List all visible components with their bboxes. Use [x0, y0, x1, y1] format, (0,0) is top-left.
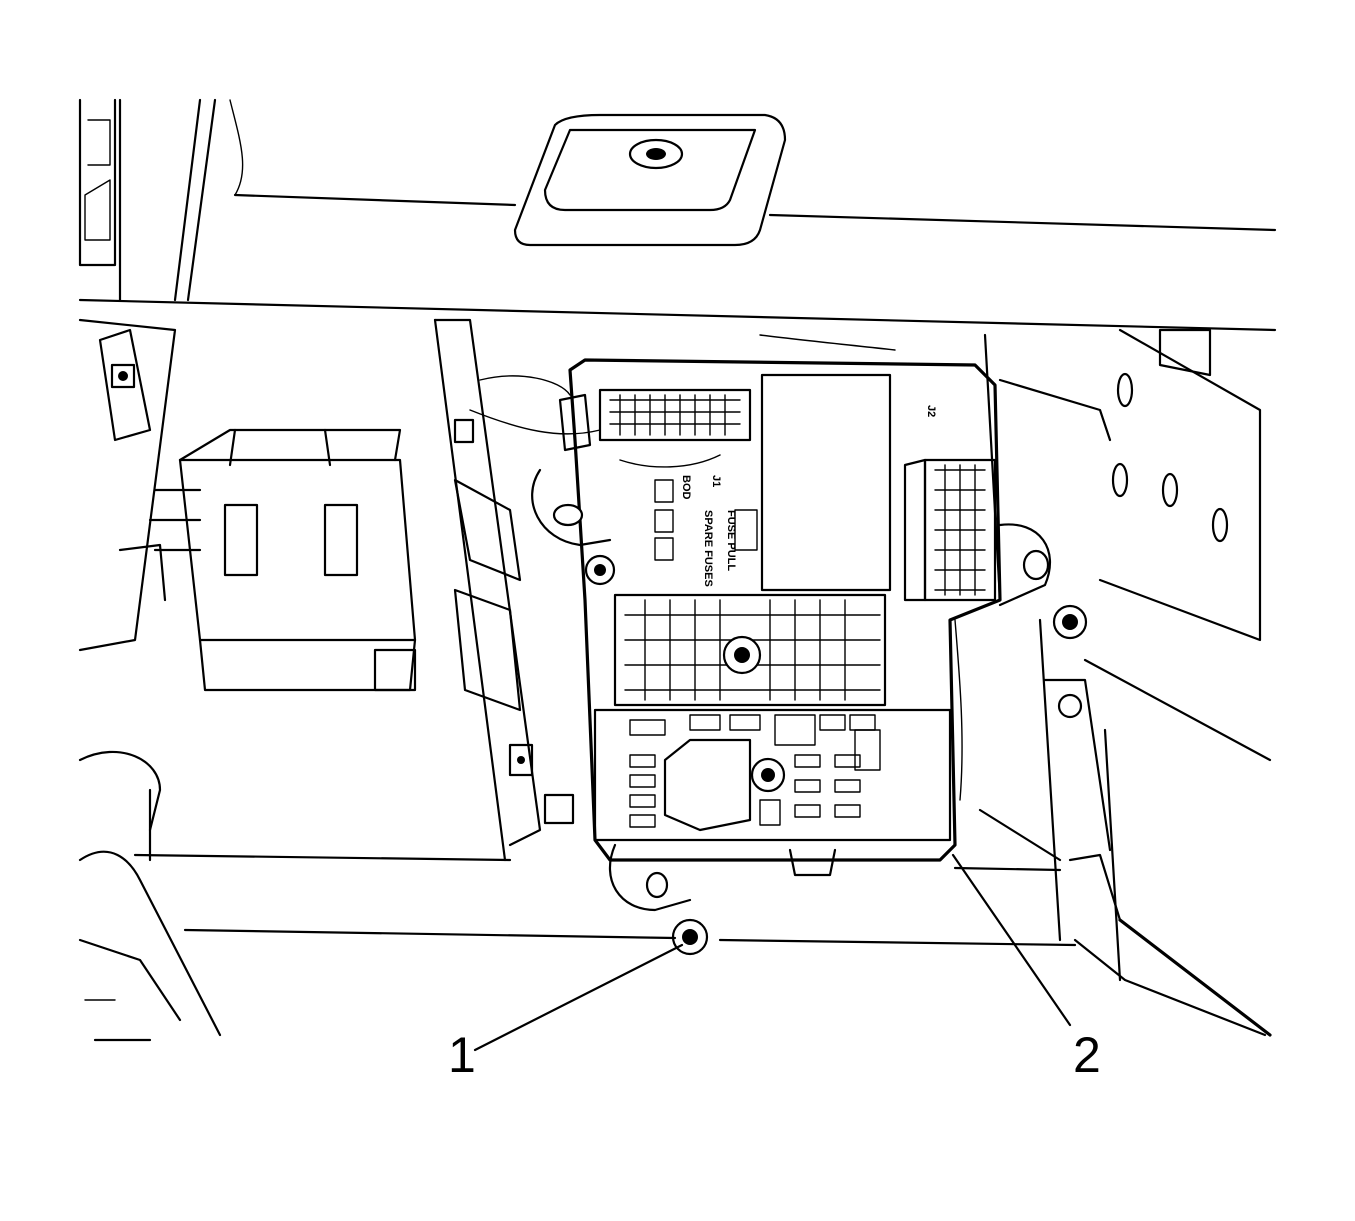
mounting-bracket	[433, 318, 575, 862]
callout-1-leader	[473, 943, 684, 1052]
callout-2-leader	[951, 853, 1072, 1027]
lower-fuse-relay-block	[629, 714, 881, 832]
right-retaining-nut	[1052, 604, 1088, 640]
connector-j2-label: J2	[925, 405, 937, 417]
callout-1-number: 1	[448, 1027, 476, 1083]
fuse-label-pull: FUSE PULL	[725, 510, 737, 571]
mid-fuse-block-cells	[624, 599, 881, 701]
callout-1: 1	[448, 943, 684, 1083]
connector-j1-label: J1	[710, 475, 722, 487]
upper-dash-panel	[78, 98, 1277, 332]
fuse-label-bod: BOD	[680, 475, 692, 500]
fuse-label-spare: SPARE FUSES	[702, 510, 714, 587]
left-kick-panel	[78, 318, 222, 1042]
wiring-harness	[469, 334, 963, 801]
spare-fuse-slots	[654, 479, 758, 561]
connector-j2-pins	[934, 464, 986, 596]
body-control-module: J1 J2 BOD SPARE FUSES FUSE PULL	[531, 358, 1051, 912]
cross-car-beam	[133, 788, 1077, 947]
left-electronic-module	[98, 328, 417, 692]
callout-2: 2	[951, 853, 1101, 1083]
upper-vent-bracket	[513, 113, 787, 247]
module-retaining-nut	[671, 918, 709, 956]
right-pillar-structure	[978, 328, 1272, 1037]
connector-j1-pins	[609, 394, 741, 436]
callout-2-number: 2	[1073, 1027, 1101, 1083]
